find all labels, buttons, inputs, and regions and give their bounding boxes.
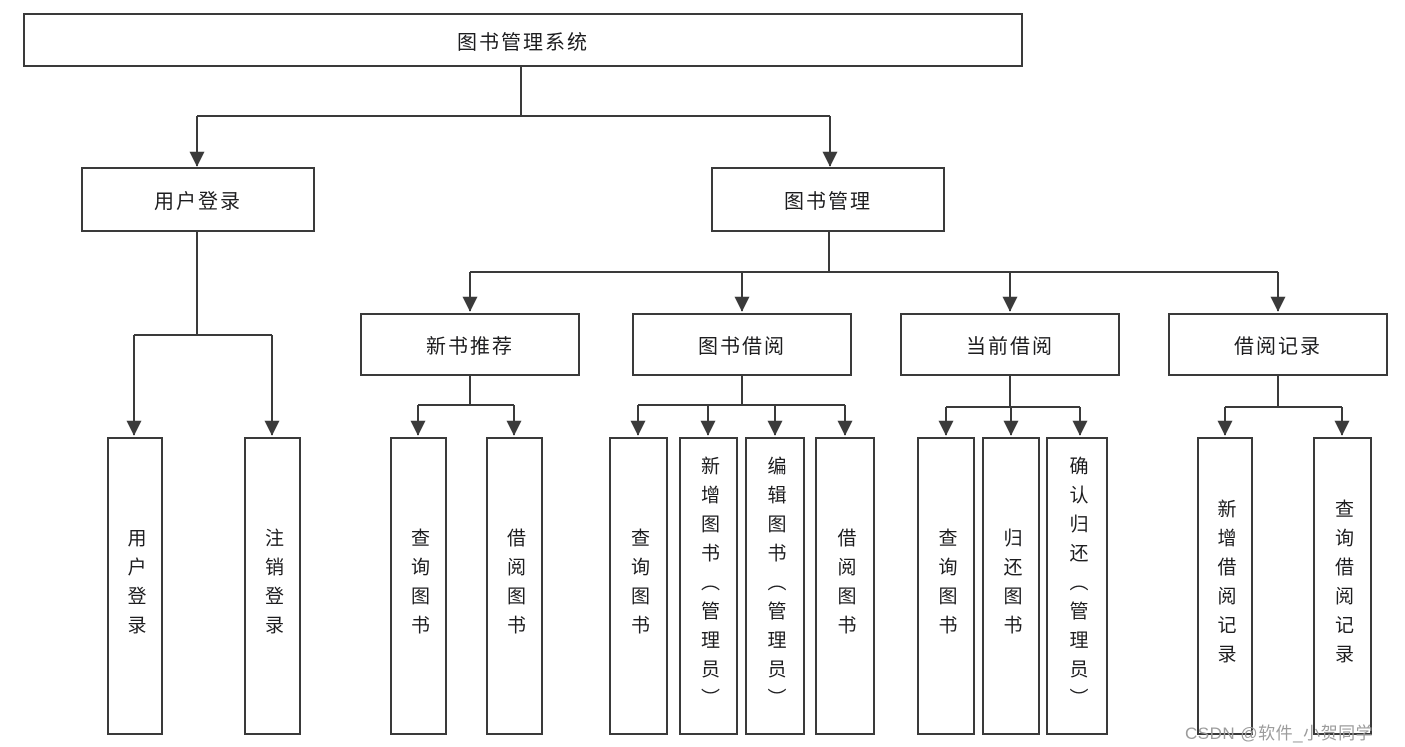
node-leaf-query-books-borrow: 查询图书 <box>609 437 668 735</box>
node-leaf-edit-books-admin: 编辑图书（管理员） <box>745 437 805 735</box>
node-leaf-add-books-admin: 新增图书（管理员） <box>679 437 738 735</box>
node-leaf-borrow-books: 借阅图书 <box>815 437 875 735</box>
node-leaf-user-login: 用户登录 <box>107 437 163 735</box>
node-book-borrowing: 图书借阅 <box>632 313 852 376</box>
node-current-borrowing: 当前借阅 <box>900 313 1120 376</box>
node-leaf-logout: 注销登录 <box>244 437 301 735</box>
node-root: 图书管理系统 <box>23 13 1023 67</box>
node-leaf-add-borrow-record: 新增借阅记录 <box>1197 437 1253 735</box>
node-new-book-recommend: 新书推荐 <box>360 313 580 376</box>
node-user-login: 用户登录 <box>81 167 315 232</box>
node-leaf-confirm-return-admin: 确认归还（管理员） <box>1046 437 1108 735</box>
node-borrowing-records: 借阅记录 <box>1168 313 1388 376</box>
node-book-management: 图书管理 <box>711 167 945 232</box>
node-leaf-return-books: 归还图书 <box>982 437 1040 735</box>
node-leaf-borrow-books-recommend: 借阅图书 <box>486 437 543 735</box>
watermark: CSDN @软件_小贺同学 <box>1185 724 1374 743</box>
node-leaf-query-books-recommend: 查询图书 <box>390 437 447 735</box>
node-leaf-query-books-current: 查询图书 <box>917 437 975 735</box>
node-leaf-query-borrow-record: 查询借阅记录 <box>1313 437 1372 735</box>
